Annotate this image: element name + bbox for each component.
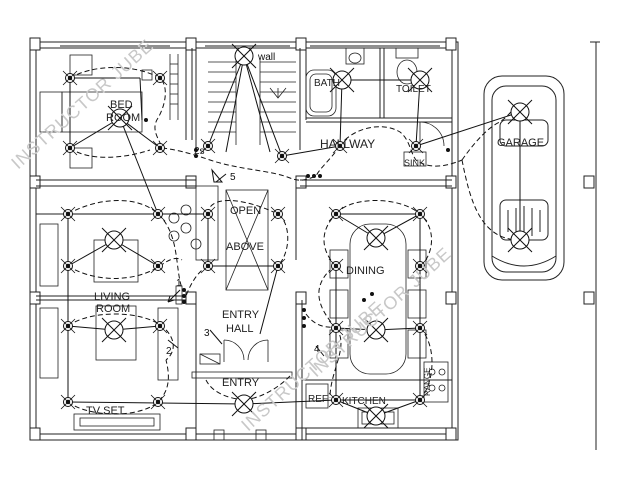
label-kitchen: KITCHEN (342, 396, 386, 407)
bath-fixtures (305, 47, 445, 167)
label-num-3: 3 (204, 328, 210, 339)
switch-dots (144, 118, 450, 328)
open-above-void (168, 185, 269, 291)
homerun-arrows (167, 168, 325, 357)
label-bed-room-1: BED (110, 99, 133, 111)
label-toilet: TOILET (396, 84, 431, 95)
label-open-above-1: OPEN (230, 205, 261, 217)
label-wall: wall (257, 52, 275, 63)
entry-doors (191, 339, 293, 441)
label-num-2: 2 (166, 346, 172, 357)
staircase (169, 54, 296, 145)
label-num-4: 4 (314, 344, 320, 355)
label-entry-hall-2: HALL (226, 323, 254, 335)
label-open-above-2: ABOVE (226, 241, 264, 253)
label-garage: GARAGE (497, 137, 544, 149)
label-bath: BATH (314, 78, 340, 89)
label-num-1: 1 (176, 278, 182, 289)
label-ref: REF (308, 394, 328, 405)
label-tv-set: TV SET (86, 405, 125, 417)
label-range: RANGE (423, 368, 432, 396)
label-sink: SINK (404, 158, 425, 168)
label-living-room-1: LIVING (94, 291, 130, 303)
room-labels: BED ROOM HALLWAY BATH TOILET SINK GARAGE… (86, 78, 544, 417)
watermark-3: INSTRUCTOR JUBE (305, 243, 455, 381)
label-entry-hall-1: ENTRY (222, 309, 260, 321)
walls (29, 37, 600, 450)
label-num-5: 5 (230, 172, 236, 183)
label-living-room-2: ROOM (96, 303, 130, 315)
watermarks: INSTRUCTOR JUBE INSTRUCTOR JUBE INSTRUCT… (7, 35, 455, 435)
label-hallway: HALLWAY (320, 137, 375, 151)
label-bed-room-2: ROOM (106, 112, 140, 124)
label-dining: DINING (346, 265, 385, 277)
label-entry: ENTRY (222, 377, 260, 389)
annotations: wall 2s 1 2 3 4 5 (166, 52, 320, 357)
label-switch-2s: 2s (194, 146, 205, 157)
